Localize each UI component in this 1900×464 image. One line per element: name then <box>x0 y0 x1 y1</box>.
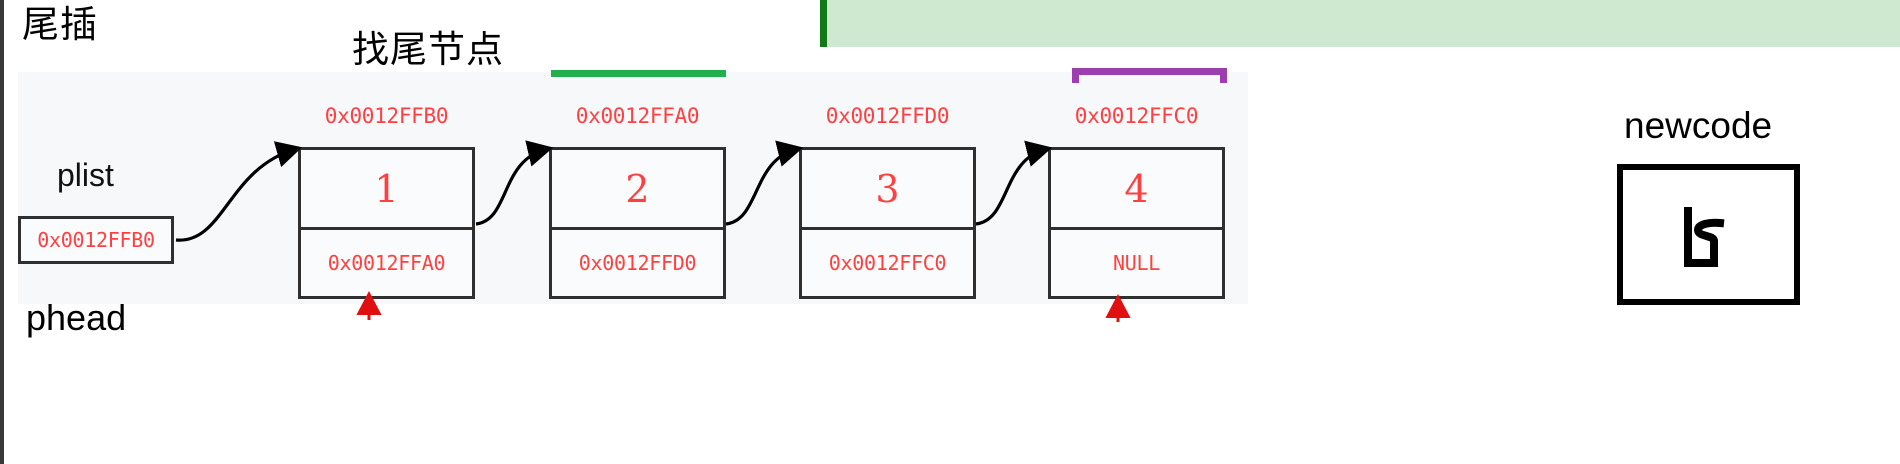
list-node: 2 0x0012FFD0 <box>549 147 726 299</box>
plist-value-box: 0x0012FFB0 <box>18 216 174 264</box>
node-next-pointer: 0x0012FFD0 <box>578 251 697 275</box>
node-address-caption: 0x0012FFD0 <box>825 104 950 128</box>
label-phead: phead <box>26 297 127 338</box>
node-value: 4 <box>1051 150 1222 230</box>
list-node: 3 0x0012FFC0 <box>799 147 976 299</box>
page-title-tail-insert: 尾插 <box>22 4 98 45</box>
newcode-box <box>1617 164 1800 305</box>
node-address-caption: 0x0012FFA0 <box>575 104 700 128</box>
purple-underline-annotation <box>1072 68 1227 83</box>
list-node: 4 NULL <box>1048 147 1225 299</box>
top-highlight-left-bar <box>820 0 827 47</box>
node-address-caption: 0x0012FFC0 <box>1074 104 1199 128</box>
green-underline-annotation <box>551 70 726 77</box>
node-value: 2 <box>552 150 723 230</box>
node-value: 1 <box>301 150 472 230</box>
plist-value: 0x0012FFB0 <box>37 228 155 252</box>
plist-label: plist <box>57 157 114 193</box>
top-highlight-band <box>820 0 1900 47</box>
list-node: 1 0x0012FFA0 <box>298 147 475 299</box>
node-address-caption: 0x0012FFB0 <box>324 104 449 128</box>
section-title-find-tail-node: 找尾节点 <box>352 29 504 70</box>
node-next-pointer: 0x0012FFC0 <box>828 251 947 275</box>
node-next-pointer: 0x0012FFA0 <box>327 251 446 275</box>
page-left-edge-rule <box>0 0 4 464</box>
node-value: 3 <box>802 150 973 230</box>
newcode-label: newcode <box>1624 105 1773 146</box>
handwritten-stroke-icon <box>1683 206 1724 267</box>
node-next-pointer: NULL <box>1113 251 1160 275</box>
